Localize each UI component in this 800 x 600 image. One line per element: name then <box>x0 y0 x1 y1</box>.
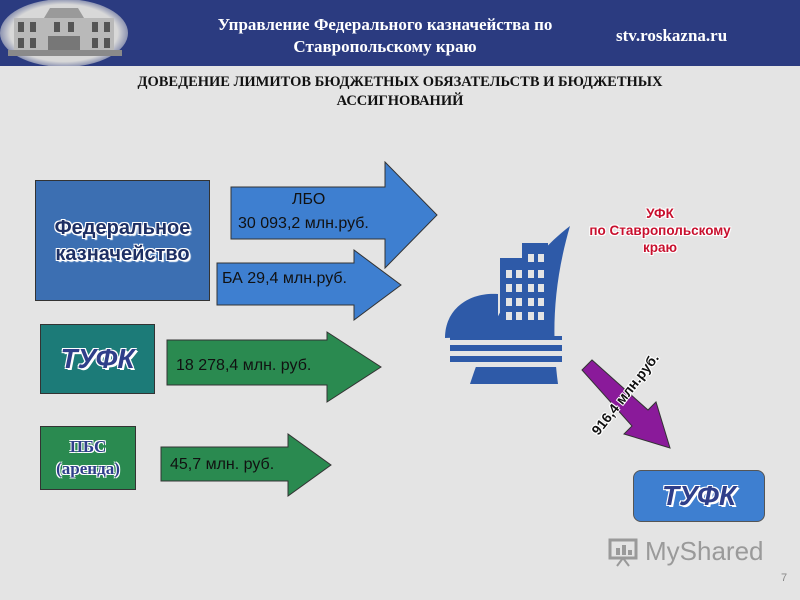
ufk-label-line2: по Ставропольскому <box>589 223 731 238</box>
ba-value: БА 29,4 млн.руб. <box>222 270 347 287</box>
tufk-source-label: ТУФК <box>60 343 135 374</box>
watermark-text: MyShared <box>645 536 764 566</box>
page-number: 7 <box>781 572 788 584</box>
slide-title: ДОВЕДЕНИЕ ЛИМИТОВ БЮДЖЕТНЫХ ОБЯЗАТЕЛЬСТВ… <box>60 73 740 111</box>
federal-treasury-box: Федеральное казначейство <box>35 180 210 301</box>
header-title: Управление Федерального казначейства по … <box>190 14 580 58</box>
diagonal-arrow <box>581 359 671 449</box>
tufk-value: 18 278,4 млн. руб. <box>176 357 312 374</box>
ufk-label-line1: УФК <box>646 206 674 221</box>
lbo-value: 30 093,2 млн.руб. <box>238 215 369 232</box>
tufk-source-box: ТУФК <box>40 324 155 394</box>
ufk-label-line3: краю <box>642 240 678 255</box>
lbo-label: ЛБО <box>292 191 326 208</box>
header-title-line2: Ставропольскому краю <box>293 37 477 56</box>
presentation-icon <box>608 538 638 567</box>
lbo-arrow-shape <box>230 161 438 269</box>
slide-title-line1: ДОВЕДЕНИЕ ЛИМИТОВ БЮДЖЕТНЫХ ОБЯЗАТЕЛЬСТВ… <box>137 74 663 90</box>
pbs-line1: ПБС <box>69 437 107 456</box>
tufk-target-box: ТУФК <box>633 470 765 522</box>
lbo-arrow: ЛБО 30 093,2 млн.руб. <box>230 161 438 269</box>
pbs-arrow: 45,7 млн. руб. <box>160 433 332 497</box>
pbs-arrow-shape <box>160 433 332 497</box>
federal-treasury-line2: казначейство <box>55 242 190 265</box>
header-title-line1: Управление Федерального казначейства по <box>217 15 553 34</box>
tufk-target-label: ТУФК <box>661 480 737 511</box>
building-photo <box>0 0 128 66</box>
pbs-box: ПБС (аренда) <box>40 426 136 490</box>
ufk-building-logo <box>445 226 570 384</box>
pbs-value: 45,7 млн. руб. <box>170 456 275 473</box>
watermark: MyShared <box>607 536 764 567</box>
ba-arrow: БА 29,4 млн.руб. <box>216 249 402 321</box>
slide-title-line2: АССИГНОВАНИЙ <box>336 93 464 109</box>
header-bar: Управление Федерального казначейства по … <box>0 0 800 66</box>
pbs-label: ПБС (аренда) <box>56 436 120 480</box>
tufk-arrow: 18 278,4 млн. руб. <box>166 331 382 403</box>
tufk-arrow-shape <box>166 331 382 403</box>
federal-treasury-label: Федеральное казначейство <box>55 215 191 267</box>
ufk-label: УФК по Ставропольскому краю <box>580 205 740 256</box>
ba-arrow-shape <box>216 249 402 321</box>
site-url: stv.roskazna.ru <box>616 26 728 45</box>
pbs-line2: (аренда) <box>56 459 120 478</box>
federal-treasury-line1: Федеральное <box>54 216 191 239</box>
